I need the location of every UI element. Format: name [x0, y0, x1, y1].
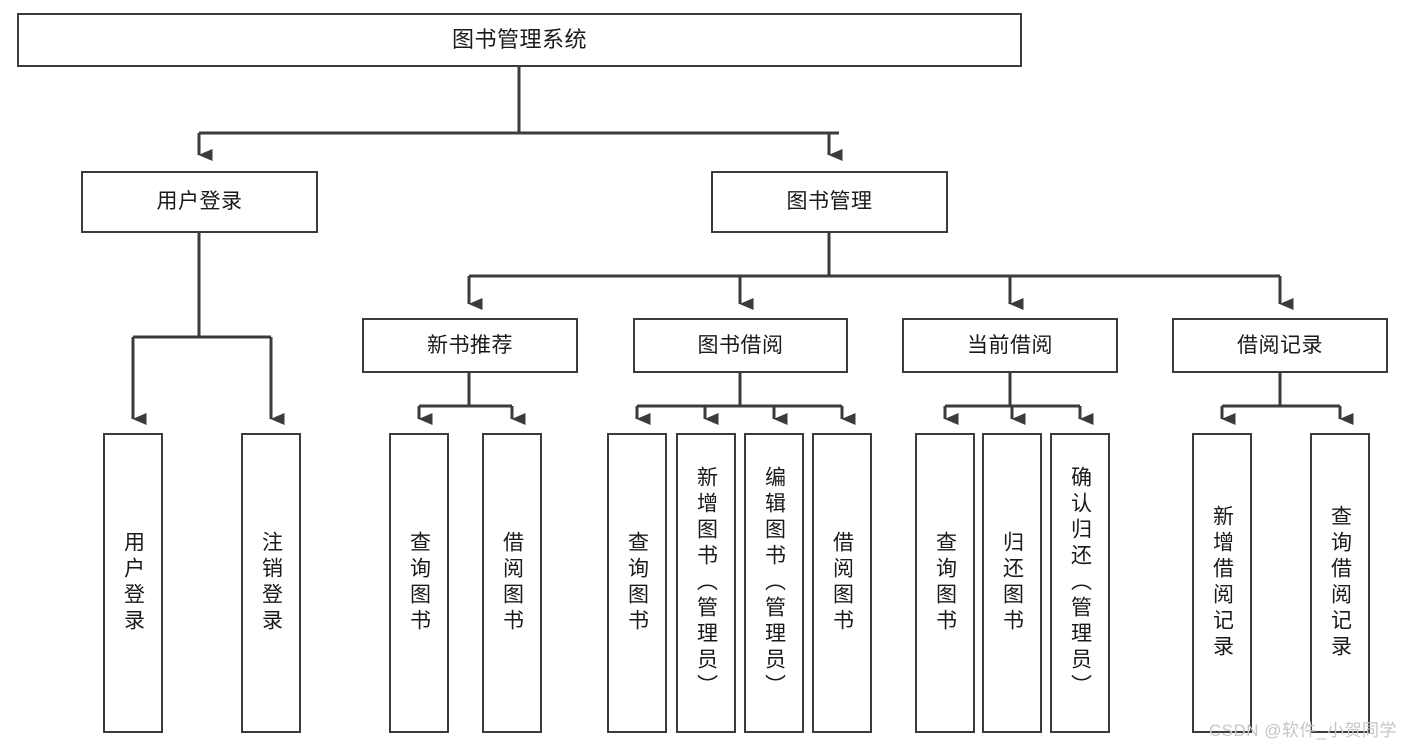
node-leaf-return-book-label: 归还图书: [1000, 531, 1024, 635]
node-leaf-query-book-2[interactable]: 查询图书: [607, 433, 667, 733]
node-root-label: 图书管理系统: [451, 26, 587, 52]
node-borrow-record-label: 借阅记录: [1237, 333, 1323, 357]
node-leaf-query-book-1[interactable]: 查询图书: [389, 433, 449, 733]
node-leaf-query-book-2-label: 查询图书: [625, 531, 649, 635]
node-leaf-confirm-return[interactable]: 确认归还（管理员）: [1050, 433, 1110, 733]
node-new-book-recommend-label: 新书推荐: [427, 333, 513, 357]
node-leaf-logout-login[interactable]: 注销登录: [241, 433, 301, 733]
node-leaf-borrow-book-2-label: 借阅图书: [830, 531, 854, 635]
node-leaf-query-record-label: 查询借阅记录: [1328, 505, 1352, 661]
node-leaf-user-login-label: 用户登录: [121, 531, 145, 635]
node-leaf-query-book-1-label: 查询图书: [407, 531, 431, 635]
node-leaf-borrow-book-2[interactable]: 借阅图书: [812, 433, 872, 733]
node-root[interactable]: 图书管理系统: [17, 13, 1022, 67]
node-leaf-add-book[interactable]: 新增图书（管理员）: [676, 433, 736, 733]
node-borrow-record[interactable]: 借阅记录: [1172, 318, 1388, 373]
node-leaf-edit-book-label: 编辑图书（管理员）: [762, 466, 786, 700]
node-leaf-query-record[interactable]: 查询借阅记录: [1310, 433, 1370, 733]
node-leaf-borrow-book-1-label: 借阅图书: [500, 531, 524, 635]
node-leaf-add-record[interactable]: 新增借阅记录: [1192, 433, 1252, 733]
node-leaf-confirm-return-label: 确认归还（管理员）: [1068, 466, 1092, 700]
node-leaf-edit-book[interactable]: 编辑图书（管理员）: [744, 433, 804, 733]
node-leaf-logout-login-label: 注销登录: [259, 531, 283, 635]
node-leaf-return-book[interactable]: 归还图书: [982, 433, 1042, 733]
node-current-borrow[interactable]: 当前借阅: [902, 318, 1118, 373]
node-user-login[interactable]: 用户登录: [81, 171, 318, 233]
node-new-book-recommend[interactable]: 新书推荐: [362, 318, 578, 373]
node-book-manage[interactable]: 图书管理: [711, 171, 948, 233]
node-leaf-query-book-3-label: 查询图书: [933, 531, 957, 635]
node-book-manage-label: 图书管理: [786, 190, 873, 214]
node-book-borrow-label: 图书借阅: [697, 333, 784, 357]
node-leaf-add-book-label: 新增图书（管理员）: [694, 466, 718, 700]
node-leaf-add-record-label: 新增借阅记录: [1210, 505, 1234, 661]
node-book-borrow[interactable]: 图书借阅: [633, 318, 848, 373]
node-leaf-user-login[interactable]: 用户登录: [103, 433, 163, 733]
node-leaf-query-book-3[interactable]: 查询图书: [915, 433, 975, 733]
node-user-login-label: 用户登录: [156, 190, 243, 214]
node-current-borrow-label: 当前借阅: [967, 333, 1053, 357]
watermark: CSDN @软件_小贺同学: [1208, 721, 1397, 740]
node-leaf-borrow-book-1[interactable]: 借阅图书: [482, 433, 542, 733]
